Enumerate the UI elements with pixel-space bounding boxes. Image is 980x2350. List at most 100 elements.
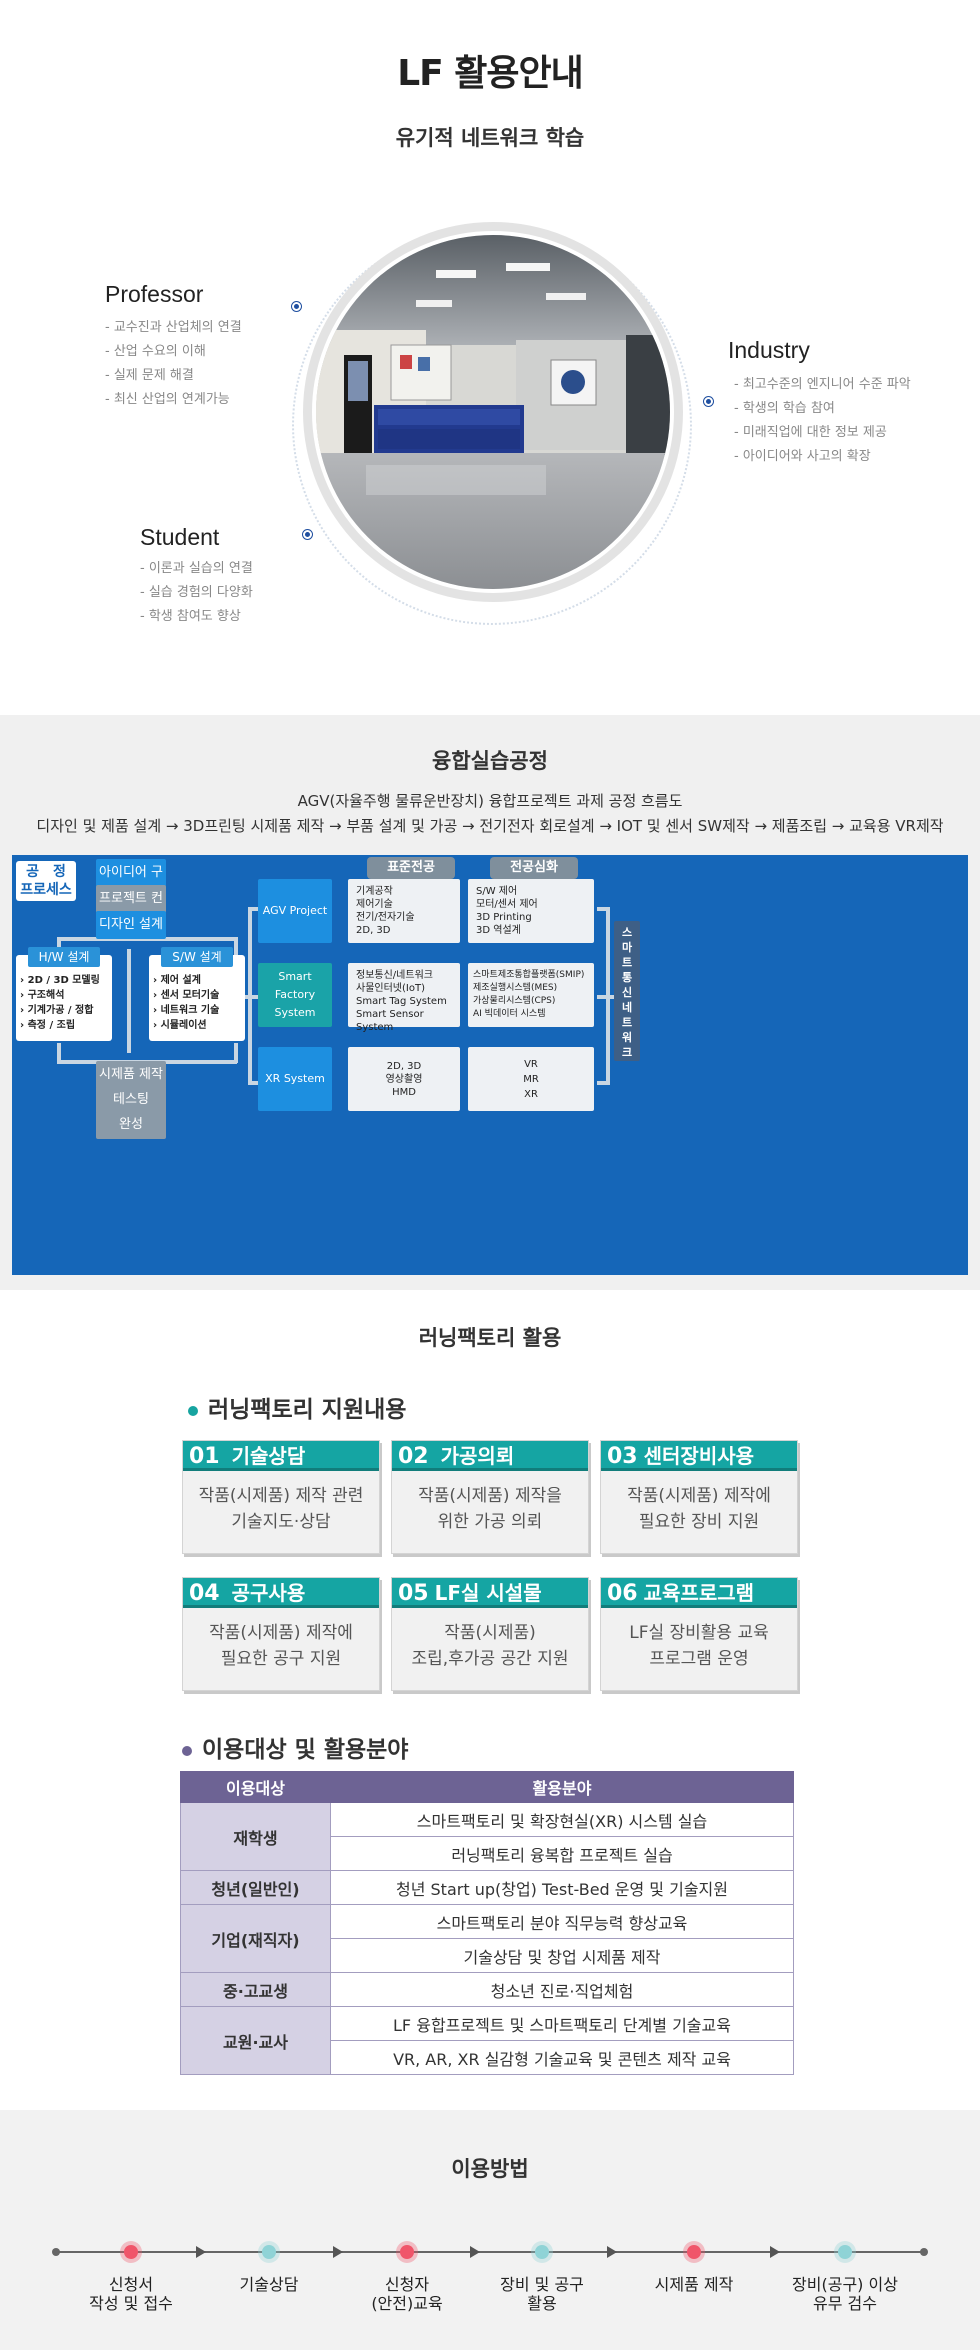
table-cell: LF 융합프로젝트 및 스마트팩토리 단계별 기술교육 — [330, 2006, 794, 2041]
intro-section: LF 활용안내 유기적 네트워크 학습 — [0, 0, 980, 715]
card-line: 작품(시제품) 제작에 — [627, 1486, 771, 1506]
card-num: 05 — [398, 1581, 429, 1606]
info-line: MR — [523, 1073, 539, 1085]
table-row: 중·고교생 청소년 진로·직업체험 — [180, 1972, 794, 2007]
list-item: 학생 참여도 향상 — [140, 605, 253, 629]
step-line: 시제품 제작 — [654, 2275, 734, 2294]
process-title: 융합실습공정 — [432, 749, 548, 773]
info-line: XR — [524, 1088, 538, 1100]
table-cell: 청년 Start up(창업) Test-Bed 운영 및 기술지원 — [330, 1870, 794, 1905]
list-item: 기계가공 / 정합 — [20, 1003, 100, 1018]
industry-dot-icon — [704, 397, 713, 406]
sw-title: S/W 설계 — [161, 947, 233, 967]
process-flow-desc: 디자인 및 제품 설계 → 3D프린팅 시제품 제작 → 부품 설계 및 가공 … — [36, 817, 944, 835]
sw-box: S/W 설계 제어 설계 센서 모터기술 네트워크 기술 시뮬레이션 — [149, 947, 245, 1041]
info-line: 3D 역설계 — [476, 925, 521, 936]
process-diagram: 공 정 프로세스 아이디어 구성 프로젝트 컨셉 디자인 설계 H/W 설계 — [12, 855, 968, 1275]
info-line: VR — [524, 1058, 538, 1070]
list-item: 제어 설계 — [153, 973, 219, 988]
side-char: 통 — [621, 971, 633, 984]
info-line: 제조실행시스템(MES) — [473, 983, 558, 993]
side-char: 트 — [621, 1016, 633, 1029]
support-title: 러닝팩토리 지원내용 — [208, 1397, 407, 1423]
smart-network-label: 스 마 트 통 신 네 트 워 크 — [614, 921, 640, 1061]
side-char: 트 — [621, 956, 633, 969]
list-item: 산업 수요의 이해 — [105, 340, 242, 364]
step-equipment: 장비 및 공구 활용 — [472, 2275, 612, 2313]
table-cell: 러닝팩토리 융복합 프로젝트 실습 — [330, 1836, 794, 1871]
info-line: 스마트제조통합플랫폼(SMIP) — [473, 970, 585, 980]
process-label-2: 프로세스 — [20, 882, 72, 898]
table-cell: VR, AR, XR 실감형 기술교육 및 콘텐츠 제작 교육 — [330, 2040, 794, 2075]
step-line: 신청자 — [384, 2275, 430, 2294]
table-row: 러닝팩토리 융복합 프로젝트 실습 — [181, 1836, 794, 1871]
table-row: 교원·교사 LF 융합프로젝트 및 스마트팩토리 단계별 기술교육 — [180, 2006, 794, 2075]
step-line: 장비 및 공구 — [500, 2275, 584, 2294]
smart-factory-project: Smart Factory System — [258, 963, 332, 1027]
process-desc: AGV(자율주행 물류운반장치) 융합프로젝트 과제 공정 흐름도 — [297, 792, 683, 810]
table-header: 이용대상 — [180, 1771, 331, 1803]
step-line: 작성 및 접수 — [89, 2294, 173, 2313]
table-cell: 재학생 — [180, 1802, 331, 1871]
info-line: 영상촬영 — [385, 1073, 423, 1085]
card-line: 위한 가공 의뢰 — [437, 1512, 543, 1532]
list-item: 학생의 학습 참여 — [734, 397, 911, 421]
info-line: 모터/센서 제어 — [476, 899, 538, 910]
info-line: 가상물리시스템(CPS) — [473, 996, 556, 1006]
process-label-1: 공 정 — [26, 864, 66, 880]
list-item: 실제 문제 해결 — [105, 364, 242, 388]
step-prototype: 시제품 제작 — [624, 2275, 764, 2294]
hw-title: H/W 설계 — [28, 947, 100, 967]
card-title: LF실 시설물 — [434, 1581, 542, 1605]
list-item: 2D / 3D 모델링 — [20, 973, 100, 988]
agv-project: AGV Project — [258, 879, 332, 943]
card-title: 공구사용 — [231, 1581, 306, 1605]
card-title: 가공의뢰 — [440, 1444, 515, 1468]
professor-block: Professor 교수진과 산업체의 연결 산업 수요의 이해 실제 문제 해… — [105, 281, 242, 412]
card-num: 03 — [607, 1444, 638, 1469]
lab-photo — [312, 231, 674, 593]
connector-line — [234, 937, 238, 957]
professor-list: 교수진과 산업체의 연결 산업 수요의 이해 실제 문제 해결 최신 산업의 연… — [105, 316, 242, 412]
table-cell: 교원·교사 — [180, 2006, 331, 2075]
step-training: 신청자 (안전)교육 — [337, 2275, 477, 2313]
table-cell: 청년(일반인) — [180, 1870, 331, 1905]
info-line: 사물인터넷(IoT) — [356, 983, 425, 994]
card-line: 프로그램 운영 — [649, 1649, 749, 1669]
info-line: Smart Sensor System — [356, 1009, 424, 1033]
table-row: 기업(재직자) 스마트팩토리 분야 직무능력 향상교육 — [180, 1904, 794, 1973]
step-dot-icon — [838, 2245, 852, 2259]
card-line: 조립,후가공 공간 지원 — [411, 1649, 569, 1669]
step-design: 디자인 설계 — [96, 911, 166, 939]
card-line: 필요한 공구 지원 — [220, 1649, 342, 1669]
step-dot-icon — [535, 2245, 549, 2259]
col-advanced: 전공심화 — [490, 857, 578, 879]
info-line: S/W 제어 — [476, 886, 518, 897]
side-char: 워 — [621, 1031, 633, 1044]
card-title: 센터장비사용 — [643, 1444, 755, 1468]
hw-list: 2D / 3D 모델링 구조해석 기계가공 / 정합 측정 / 조립 — [20, 973, 100, 1033]
info-line: 3D Printing — [476, 912, 532, 923]
process-label-box: 공 정 프로세스 — [16, 861, 76, 901]
usage-table: 이용대상 활용분야 재학생 스마트팩토리 및 확장현실(XR) 시스템 실습 러… — [180, 1771, 794, 2075]
xr-project: XR System — [258, 1047, 332, 1111]
card-title: 기술상담 — [231, 1444, 306, 1468]
table-cell: 기술상담 및 창업 시제품 제작 — [330, 1938, 794, 1973]
timeline-start-icon — [52, 2248, 60, 2256]
step-consult: 기술상담 — [199, 2275, 339, 2294]
side-char: 마 — [621, 941, 633, 954]
process-section: 융합실습공정 AGV(자율주행 물류운반장치) 융합프로젝트 과제 공정 흐름도… — [0, 715, 980, 1290]
step-line: 기술상담 — [239, 2275, 299, 2294]
card-num: 06 — [607, 1581, 638, 1606]
side-char: 네 — [621, 1001, 633, 1014]
agv-standard: 기계공작 제어기술 전기/전자기술 2D, 3D — [348, 879, 460, 943]
support-heading: 러닝팩토리 지원내용 — [188, 1390, 406, 1424]
step-complete: 완성 — [96, 1111, 166, 1139]
purple-dot-icon — [182, 1745, 192, 1756]
connector-line — [57, 937, 237, 941]
agv-advanced: S/W 제어 모터/센서 제어 3D Printing 3D 역설계 — [468, 879, 594, 943]
step-dot-icon — [687, 2245, 701, 2259]
